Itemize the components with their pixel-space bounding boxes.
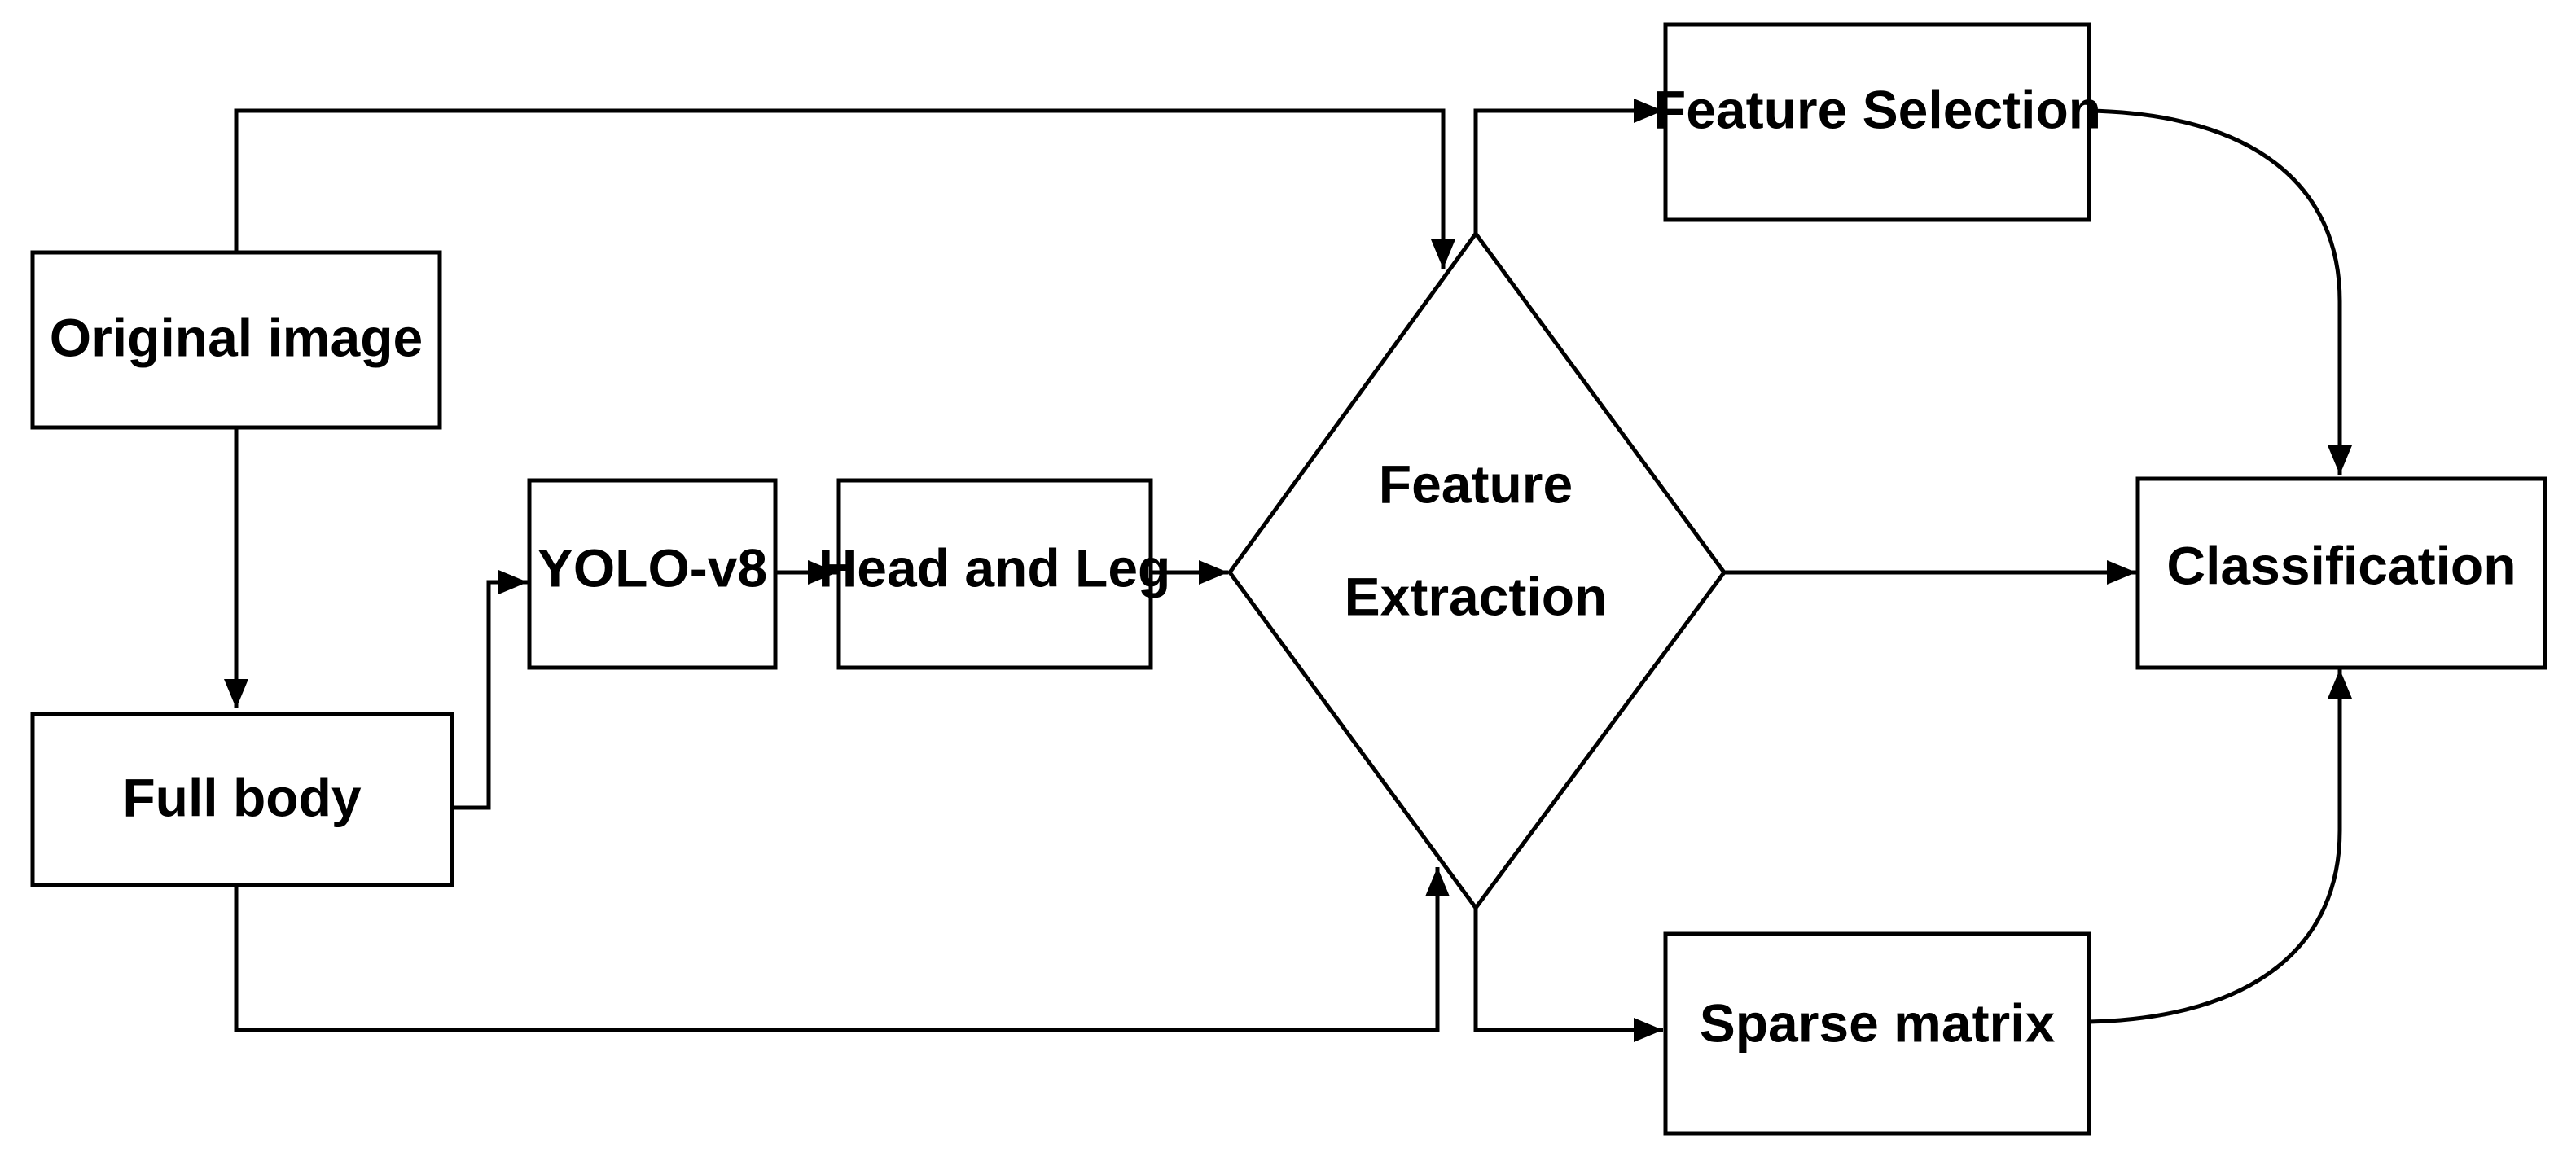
node-classification: Classification: [2135, 476, 2547, 670]
node-head-and-leg-label: Head and Leg: [818, 537, 1171, 598]
node-classification-label: Classification: [2166, 535, 2516, 595]
node-yolo-label: YOLO-v8: [538, 537, 767, 598]
node-full-body-label: Full body: [122, 767, 362, 827]
node-sparse-matrix-label: Sparse matrix: [1700, 993, 2056, 1053]
edge-original-to-extraction: [234, 108, 1455, 269]
edge-extraction-to-selection: [1473, 99, 1663, 234]
node-feature-selection-label: Feature Selection: [1653, 79, 2101, 139]
node-original-image-label: Original image: [50, 307, 423, 367]
node-yolo: YOLO-v8: [527, 478, 778, 670]
node-feature-selection: Feature Selection: [1653, 22, 2101, 222]
edge-fullbody-to-yolo: [452, 570, 528, 810]
edge-selection-to-classification: [2088, 108, 2352, 475]
node-feature-extraction: Feature Extraction: [1227, 230, 1727, 912]
node-sparse-matrix: Sparse matrix: [1663, 931, 2091, 1136]
node-original-image: Original image: [30, 250, 442, 430]
node-head-and-leg: Head and Leg: [818, 478, 1171, 670]
node-full-body: Full body: [30, 712, 454, 887]
node-feature-extraction-label-1: Feature: [1379, 454, 1573, 514]
edge-fullbody-to-extraction: [234, 867, 1450, 1032]
node-feature-extraction-label-2: Extraction: [1345, 566, 1608, 626]
edge-extraction-to-sparse: [1473, 908, 1663, 1042]
edge-sparse-to-classification: [2088, 669, 2352, 1024]
